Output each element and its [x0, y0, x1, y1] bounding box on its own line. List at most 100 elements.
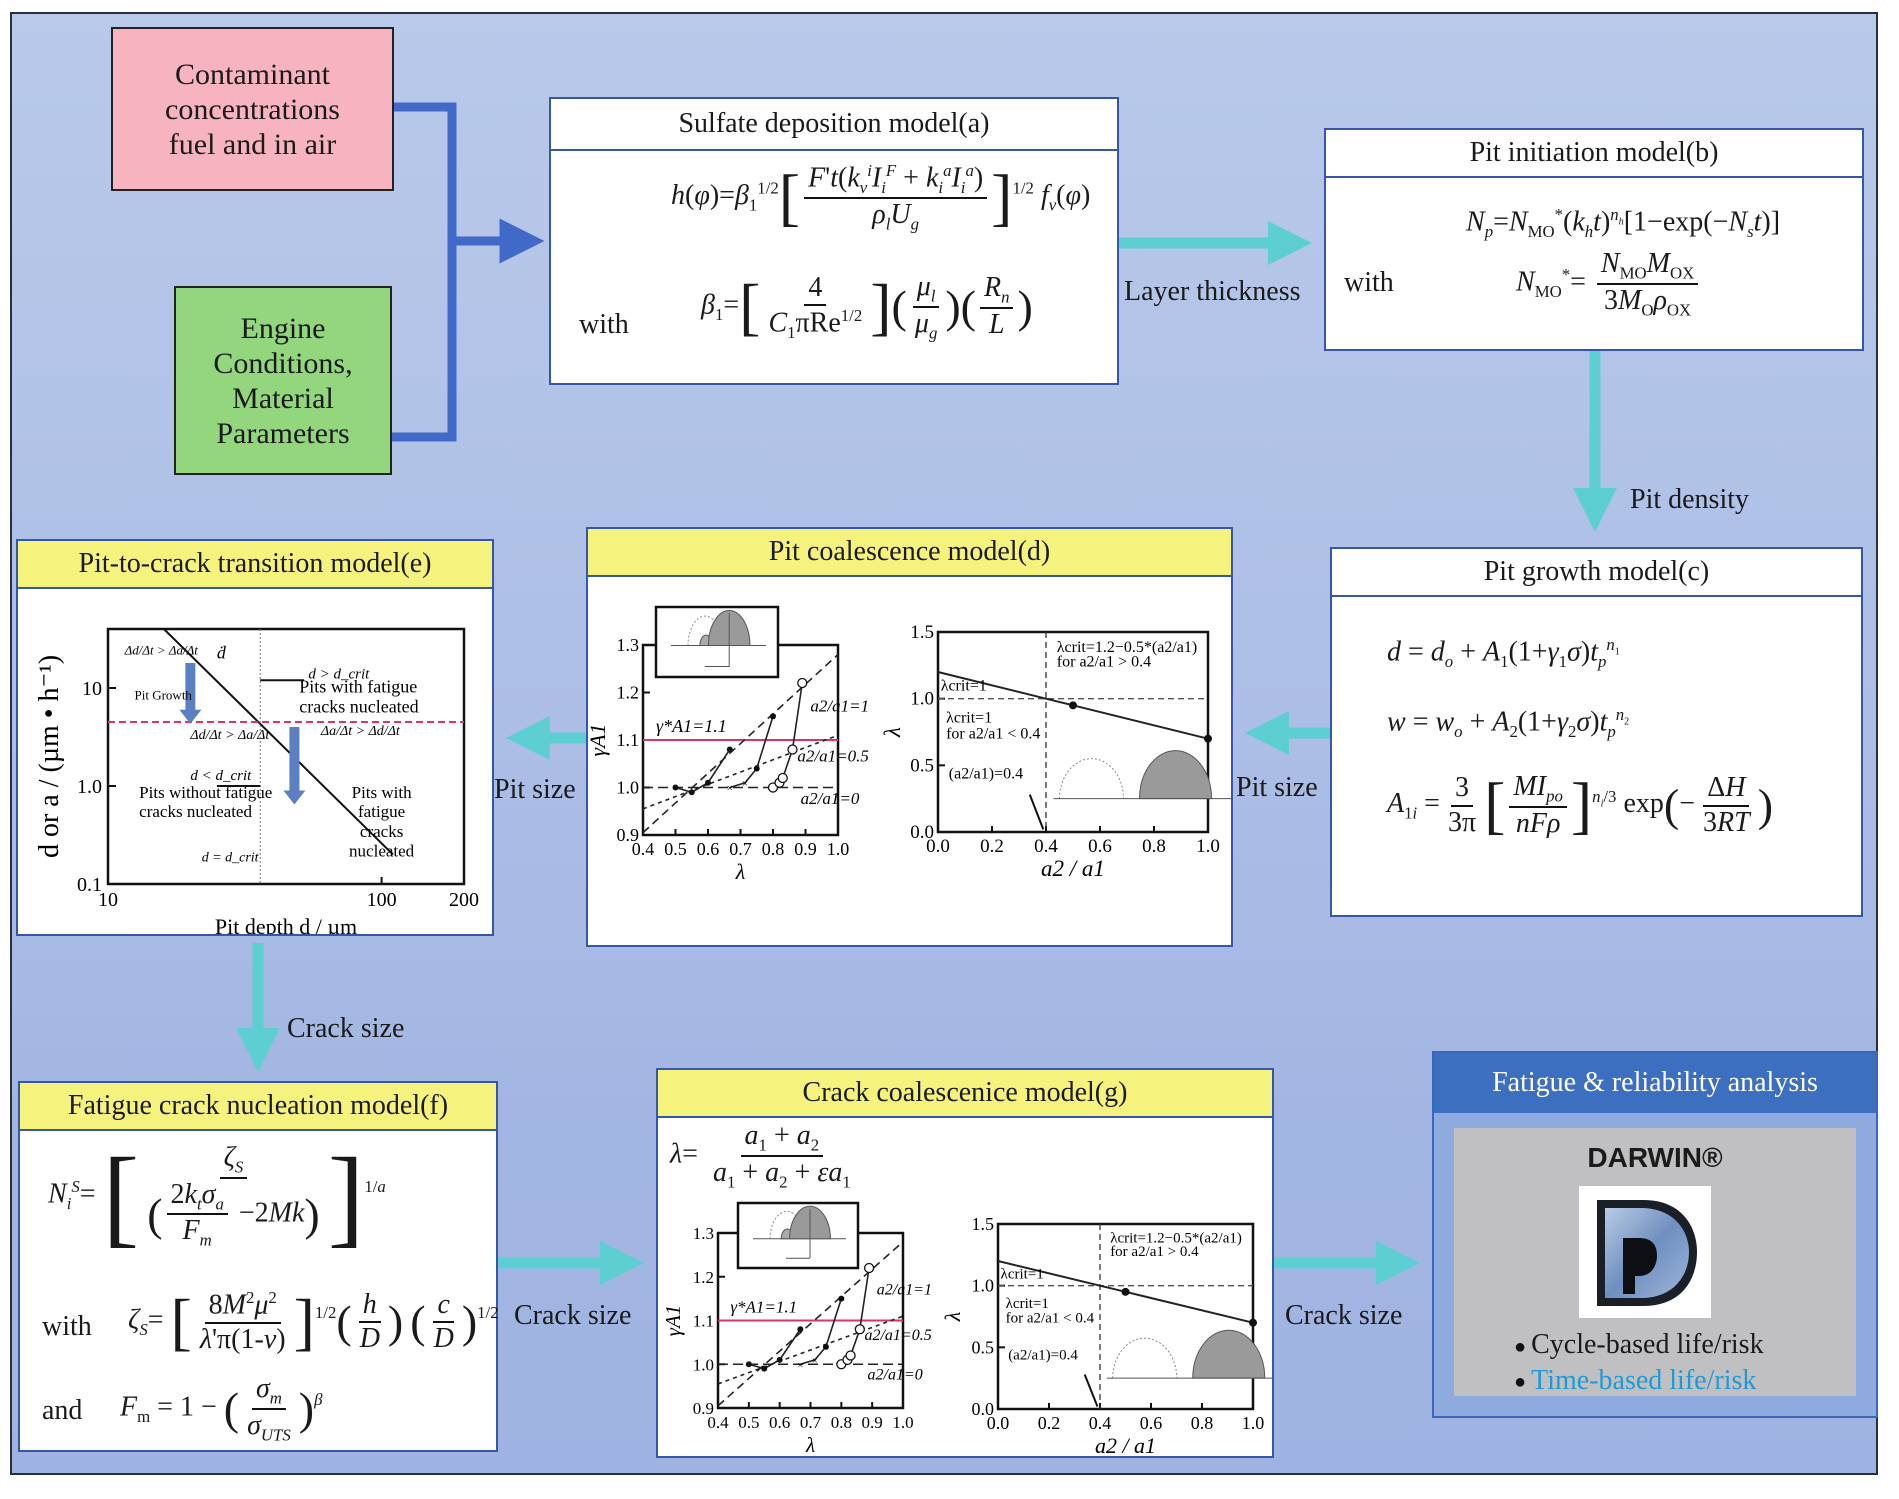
crack-size-label-bottom-right: Crack size [1285, 1300, 1403, 1331]
x-tick-label: 0.7 [800, 1413, 822, 1432]
y-tick-label: 1.0 [693, 1355, 714, 1374]
transition-arrow [179, 662, 202, 724]
series-curve [748, 1328, 801, 1370]
y-tick-label: 1.0 [617, 778, 640, 798]
x-axis-label: a2 / a1 [1095, 1433, 1156, 1456]
annotation: for a2/a1 < 0.4 [1006, 1311, 1095, 1327]
x-tick-label: 0.4 [632, 839, 655, 859]
pit-initiation-model[interactable]: Pit initiation model(b) Np=NMO*(kht)nh[1… [1324, 128, 1864, 351]
series-label: a2/a1=0 [868, 1367, 923, 1384]
pit-to-crack-title: Pit-to-crack transition model(e) [18, 541, 492, 589]
annotation: λcrit=1 [941, 678, 987, 695]
x-tick-label: 0.5 [738, 1413, 759, 1432]
data-point-open [787, 744, 798, 755]
data-point-open [797, 677, 808, 689]
darwin-logo-icon [1579, 1186, 1711, 1318]
fatigue-nucleation-model[interactable]: Fatigue crack nucleation model(f) NiS= [… [18, 1081, 499, 1452]
lambda-crit-line [937, 671, 1209, 740]
data-point [745, 1361, 752, 1368]
x-axis-label: λ [735, 859, 746, 884]
annotation: cracks nucleated [139, 802, 252, 821]
input-connector-top [392, 102, 457, 442]
annotation: cracks [360, 822, 403, 841]
data-point [688, 789, 695, 796]
y-tick-label: 1.2 [617, 683, 640, 703]
data-point [838, 1295, 845, 1302]
engine-conditions-box[interactable]: Engine Conditions, Material Parameters [174, 286, 392, 475]
data-point [1204, 734, 1212, 743]
data-point-open [863, 1262, 875, 1274]
annotation: λcrit=1 [1006, 1296, 1049, 1312]
x-tick-label: 0.8 [762, 839, 785, 859]
annotation: fatigue [358, 802, 405, 821]
data-point [776, 1356, 783, 1363]
envelope-line-lower [717, 1315, 904, 1385]
annotation: Δd/Δt > Δa/Δt [124, 642, 199, 657]
sulfate-model-title: Sulfate deposition model(a) [551, 99, 1117, 151]
darwin-card: DARWIN® Cycle-based life/risk Time-based… [1454, 1128, 1856, 1396]
y-tick-label: 0.5 [910, 755, 934, 776]
pit-initiation-equation-np: Np=NMO*(kht)nh[1−exp(−Nst)] [1466, 205, 1781, 241]
contaminant-input-box[interactable]: Contaminant concentrations fuel and in a… [111, 27, 394, 191]
fatigue-with-label: with [42, 1311, 92, 1342]
x-tick-label: 0.4 [707, 1413, 729, 1432]
pit-growth-equation-d: d = do + A1(1+γ1σ)tpn1 [1387, 635, 1620, 671]
data-point [726, 746, 733, 753]
engine-line-2: Conditions, [213, 346, 353, 380]
x-tick-label: 0.4 [1089, 1413, 1112, 1433]
series-label: a2/a1=1 [810, 697, 869, 716]
pit-coalescence-title: Pit coalescence model(d) [588, 529, 1231, 577]
y-axis-label: λ [880, 727, 905, 738]
contaminant-line-1: Contaminant [175, 57, 330, 91]
data-point-x: × [823, 1342, 829, 1354]
y-tick-label: 0.1 [77, 874, 102, 896]
x-tick-label: 0.8 [1142, 836, 1166, 857]
pit-growth-model[interactable]: Pit growth model(c) d = do + A1(1+γ1σ)tp… [1330, 547, 1863, 917]
pit-initiation-with-label: with [1344, 267, 1394, 298]
x-tick-label: 1.0 [827, 839, 850, 859]
crack-size-label-vertical: Crack size [287, 1013, 405, 1044]
x-tick-label: 0.2 [1038, 1413, 1061, 1433]
y-tick-label: 0.9 [617, 825, 640, 845]
pit-growth-equation-w: w = wo + A2(1+γ2σ)tpn2 [1387, 705, 1630, 741]
data-point-x: × [838, 1294, 844, 1306]
threshold-label: γ*A1=1.1 [656, 716, 727, 736]
x-tick-label: 0.0 [926, 836, 950, 857]
annotation: nucleated [349, 842, 415, 861]
x-tick-label: 0.6 [697, 839, 720, 859]
inset-large-pit [1138, 750, 1213, 800]
y-tick-label: 1.0 [910, 689, 934, 710]
series-curve [675, 749, 731, 794]
annotation: Pit Growth [135, 688, 193, 703]
x-axis-label: a2 / a1 [1041, 856, 1105, 881]
pit-size-label-left: Pit size [494, 774, 576, 805]
y-tick-label: 10 [82, 678, 102, 700]
reliability-analysis-panel[interactable]: Fatigue & reliability analysis DARWIN® C… [1432, 1051, 1878, 1418]
x-tick-label: 100 [367, 889, 397, 911]
engine-line-1: Engine [240, 311, 326, 345]
x-tick-label: 1.0 [892, 1413, 913, 1432]
y-tick-label: 1.3 [617, 635, 640, 655]
x-tick-label: 0.9 [794, 839, 817, 859]
annotation: λcrit=1 [946, 710, 992, 727]
annotation: λcrit=1.2−0.5*(a2/a1) [1110, 1231, 1242, 1247]
transition-arrow [283, 726, 306, 805]
annotation-arrow [1028, 794, 1045, 830]
annotation: Pits with fatigue [299, 676, 417, 696]
sulfate-deposition-model[interactable]: Sulfate deposition model(a) h(φ)=β11/2[F… [549, 97, 1119, 385]
inset-large-pit [1192, 1329, 1266, 1379]
x-axis-label: Pit depth d / µm [215, 914, 357, 934]
y-axis-label: γA1 [588, 723, 610, 756]
annotation: cracks nucleated [299, 697, 418, 717]
